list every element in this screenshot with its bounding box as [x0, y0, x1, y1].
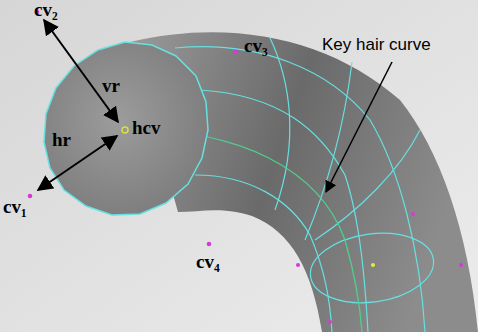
wire-line	[195, 175, 332, 332]
cross-section	[306, 226, 438, 311]
cv-dot	[328, 320, 332, 324]
control-point-label: cv₄	[196, 252, 220, 273]
control-points	[28, 10, 463, 324]
cv-dot	[28, 194, 33, 199]
cv-dot	[234, 50, 239, 55]
cv-dot	[207, 242, 212, 247]
callout-label: Key hair curve	[322, 36, 431, 55]
vr-dimension-arrow	[44, 20, 118, 122]
curve-point	[371, 263, 375, 267]
cv-dot	[459, 263, 463, 267]
point-label: hcv	[132, 118, 161, 139]
dimension-label: hr	[52, 130, 71, 151]
hr-dimension-arrow	[38, 136, 117, 190]
wire-line	[305, 62, 352, 240]
dimension-label: vr	[102, 76, 120, 97]
control-point-label: cv₂	[34, 0, 58, 21]
control-point-label: cv₁	[3, 197, 27, 218]
control-point-label: cv₃	[244, 36, 268, 57]
cv-dot	[411, 212, 415, 216]
hcv-point	[122, 127, 128, 133]
cv-dot	[296, 263, 300, 267]
leader-arrow	[326, 62, 392, 192]
wire-line	[315, 130, 420, 240]
end-cap	[44, 42, 208, 215]
wire-line	[200, 90, 368, 332]
wire-line	[270, 38, 290, 210]
wire-line	[175, 47, 425, 332]
wireframe-lines	[175, 38, 438, 332]
